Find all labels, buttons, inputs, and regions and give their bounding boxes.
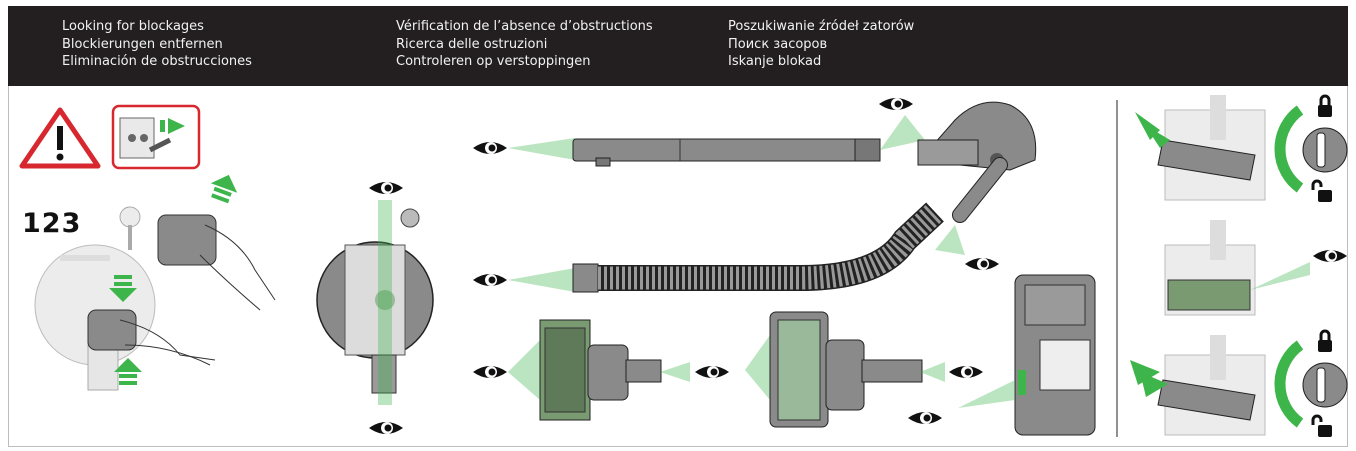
mini-turbine-illustration <box>539 319 662 421</box>
handle-illustration <box>917 101 1037 223</box>
cleaner-head-illustration <box>769 311 923 428</box>
machine-body-illustration <box>316 200 434 405</box>
eye-icon <box>369 422 403 434</box>
eye-icon <box>908 412 942 424</box>
eye-icon <box>1313 250 1347 262</box>
eye-icon <box>965 258 999 270</box>
eye-icon <box>473 142 507 154</box>
header-text: Blockierungen entfernen <box>62 36 223 52</box>
eye-icon <box>473 366 507 378</box>
dial-unlock-illustration <box>1274 94 1348 204</box>
unplug-icon <box>111 104 201 170</box>
rotate-arrow-icon <box>1274 340 1304 428</box>
header-column-1: Looking for blockages Blockierungen entf… <box>62 18 252 71</box>
eye-icon <box>473 274 507 286</box>
header-column-2: Vérification de l’absence d’obstructions… <box>396 18 653 71</box>
header-text: Ricerca delle ostruzioni <box>396 36 548 52</box>
cyclone-removal-illustration <box>34 206 276 391</box>
header-text: Looking for blockages <box>62 19 204 34</box>
unlock-icon <box>1311 179 1334 204</box>
lock-icon <box>1316 94 1334 119</box>
header-text: Poszukiwanie źródeł zatorów <box>728 19 915 34</box>
brushbar-inspect-illustration <box>1164 220 1310 316</box>
hose-illustration <box>572 202 944 293</box>
header-column-3: Poszukiwanie źródeł zatorów Поиск засоро… <box>728 18 914 71</box>
eye-icon <box>369 182 403 194</box>
warning-icon <box>19 107 101 169</box>
brushbar-unlock-illustration <box>1135 95 1266 201</box>
arrow-icon <box>206 170 242 206</box>
header-text: Eliminación de obstrucciones <box>62 54 252 69</box>
header-text: Vérification de l’absence d’obstructions <box>396 19 653 34</box>
eye-icon <box>695 366 729 378</box>
eye-icon <box>879 98 913 110</box>
header-text: Поиск засоров <box>728 36 828 52</box>
header-text: Controleren op verstoppingen <box>396 54 591 69</box>
main-machine-illustration <box>1014 274 1096 436</box>
eye-icon <box>949 366 983 378</box>
rotate-arrow-icon <box>1274 105 1304 193</box>
wand-illustration <box>572 138 881 167</box>
lock-icon <box>1316 329 1334 354</box>
header-text: Iskanje blokad <box>728 54 822 69</box>
dial-lock-illustration <box>1274 329 1348 439</box>
unlock-icon <box>1311 414 1334 439</box>
brushbar-refit-illustration <box>1130 335 1266 436</box>
header-bar: Looking for blockages Blockierungen entf… <box>8 6 1348 86</box>
steps-label: 123 <box>22 208 82 239</box>
